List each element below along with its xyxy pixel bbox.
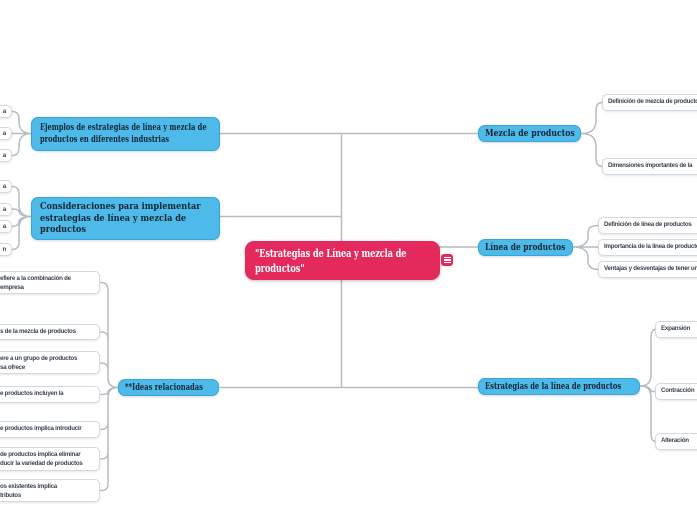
child-label: efiere a la combinación de: [0, 275, 71, 282]
node-stub-consideracion-4[interactable]: n: [0, 243, 12, 256]
child-label: Ventajas y desventajas de tener un: [604, 265, 697, 272]
branch-label: Ejemplos de estrategias de línea y mezcl…: [40, 122, 207, 145]
node-idea-1[interactable]: efiere a la combinación de empresa: [0, 271, 100, 294]
node-stub-consideracion-2[interactable]: a: [0, 202, 12, 216]
node-ideas-relacionadas[interactable]: **Ideas relacionadas: [118, 379, 219, 396]
menu-bar: [443, 256, 451, 258]
node-mezcla-de-productos[interactable]: Mezcla de productos: [478, 125, 581, 142]
node-contraccion[interactable]: Contracción: [655, 383, 697, 400]
node-consideraciones[interactable]: Consideraciones para implementar estrate…: [31, 197, 220, 240]
node-root[interactable]: "Estrategias de Línea y mezcla de produc…: [245, 241, 440, 280]
node-idea-7[interactable]: os existentes implica tributos: [0, 479, 100, 502]
child-label: Definición de mezcla de productos: [608, 98, 697, 105]
child-label: Expansión: [661, 325, 691, 332]
child-label: a: [2, 108, 6, 115]
child-label: Alteración: [661, 437, 689, 444]
child-label: a: [2, 183, 6, 190]
child-label: ducir la variedad de productos: [0, 459, 83, 467]
node-estrategias-linea[interactable]: Estrategias de la línea de productos: [478, 377, 640, 395]
hamburger-menu-icon[interactable]: [441, 254, 453, 266]
child-label: Dimensiones importantes de la: [608, 162, 693, 169]
node-idea-4[interactable]: e productos incluyen la: [0, 386, 100, 403]
child-label: e productos implica introducir: [0, 425, 82, 432]
child-label: e productos incluyen la: [0, 390, 64, 397]
root-label: "Estrategias de Línea y mezcla de produc…: [255, 246, 407, 275]
child-label: a: [2, 130, 6, 137]
child-label: tributos: [0, 491, 22, 499]
branch-label: Línea de productos: [485, 242, 566, 253]
branch-label: Consideraciones para implementar estrate…: [40, 201, 201, 235]
node-idea-3[interactable]: ere a un grupo de productos sa ofrece: [0, 351, 100, 374]
menu-bar: [443, 259, 451, 261]
node-definicion-linea[interactable]: Definición de línea de productos: [598, 217, 697, 234]
menu-bar: [443, 262, 451, 264]
child-label: os existentes implica: [0, 483, 57, 490]
node-alteracion[interactable]: Alteración: [655, 433, 697, 450]
child-label: Definición de línea de productos: [604, 221, 692, 228]
child-label: sa ofrece: [0, 363, 25, 371]
child-label: ere a un grupo de productos: [0, 355, 78, 362]
node-stub-consideracion-1[interactable]: a: [0, 180, 12, 193]
node-ejemplos-industrias[interactable]: Ejemplos de estrategias de línea y mezcl…: [31, 117, 220, 151]
branch-label: **Ideas relacionadas: [125, 383, 203, 393]
branch-label: Estrategias de la línea de productos: [485, 381, 622, 392]
child-label: Importancia de la línea de productos: [604, 243, 697, 250]
child-label: a: [2, 223, 6, 230]
node-ventajas-desventajas[interactable]: Ventajas y desventajas de tener un: [598, 261, 697, 278]
node-idea-2[interactable]: s de la mezcla de productos: [0, 324, 100, 340]
branch-label: Mezcla de productos: [485, 129, 575, 139]
child-label: a: [2, 205, 6, 213]
child-label: n: [2, 246, 6, 253]
node-stub-ejemplo-3[interactable]: a: [0, 149, 12, 162]
node-definicion-mezcla[interactable]: Definición de mezcla de productos: [602, 94, 697, 111]
child-label: s de la mezcla de productos: [0, 328, 76, 335]
node-expansion[interactable]: Expansión: [655, 321, 697, 338]
node-linea-de-productos[interactable]: Línea de productos: [478, 238, 573, 256]
node-idea-6[interactable]: de productos implica eliminar ducir la v…: [0, 447, 100, 471]
node-dimensiones-mezcla[interactable]: Dimensiones importantes de la: [602, 158, 697, 175]
child-label: Contracción: [661, 387, 695, 394]
child-label: empresa: [0, 283, 24, 291]
child-label: de productos implica eliminar: [0, 451, 81, 458]
child-label: a: [2, 152, 6, 159]
node-stub-ejemplo-2[interactable]: a: [0, 127, 12, 140]
node-stub-ejemplo-1[interactable]: a: [0, 105, 12, 118]
node-idea-5[interactable]: e productos implica introducir: [0, 421, 100, 438]
node-stub-consideracion-3[interactable]: a: [0, 220, 12, 233]
node-importancia-linea[interactable]: Importancia de la línea de productos: [598, 239, 697, 256]
